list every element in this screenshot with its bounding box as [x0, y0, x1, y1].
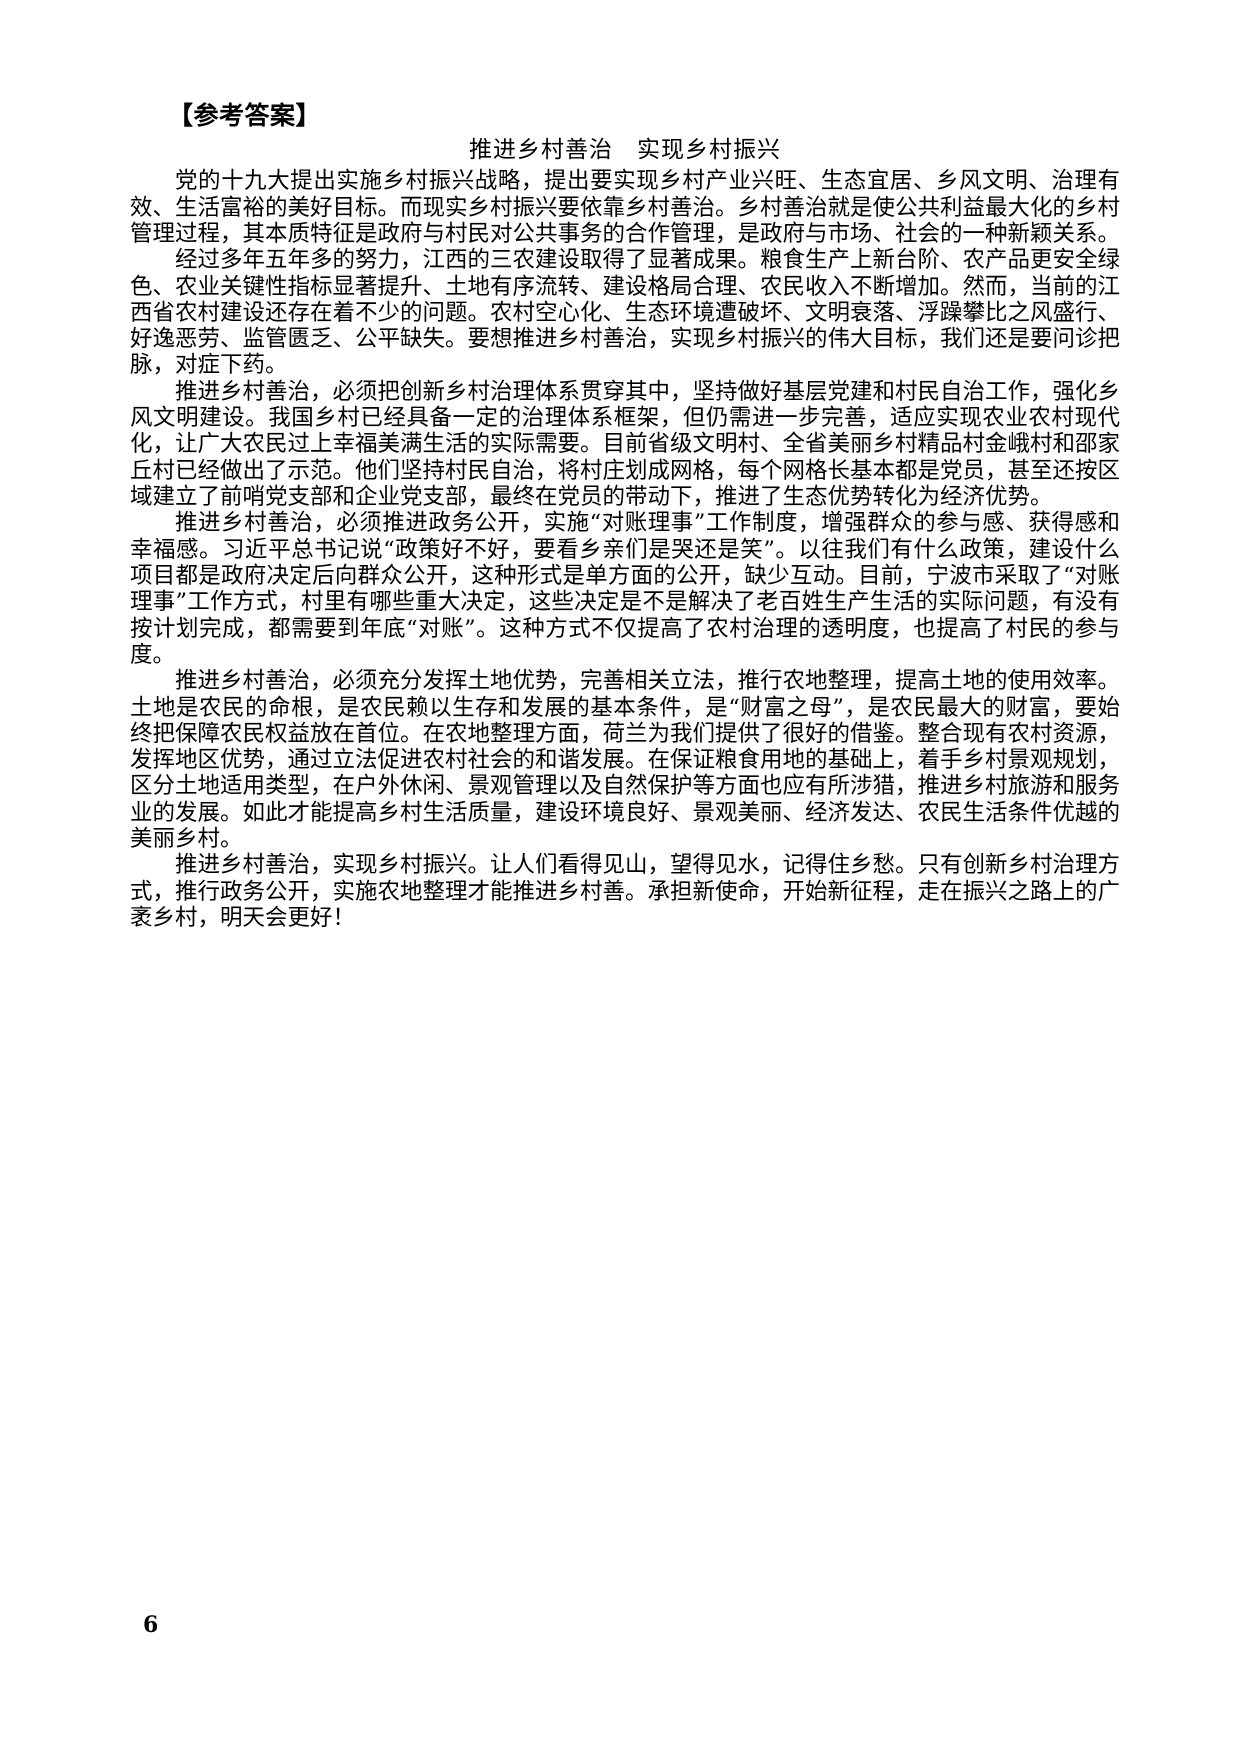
paragraph-1: 党的十九大提出实施乡村振兴战略，提出要实现乡村产业兴旺、生态宜居、乡风文明、治理…	[130, 168, 1121, 247]
reference-answer-heading: 【参考答案】	[168, 101, 322, 130]
document-body: 【参考答案】 推进乡村善治 实现乡村振兴 党的十九大提出实施乡村振兴战略，提出要…	[130, 100, 1120, 931]
paragraph-3: 推进乡村善治，必须把创新乡村治理体系贯穿其中，坚持做好基层党建和村民自治工作，强…	[130, 378, 1121, 511]
page-number: 6	[143, 1612, 159, 1638]
paragraph-2: 经过多年五年多的努力，江西的三农建设取得了显著成果。粮食生产上新台阶、农产品更安…	[130, 247, 1121, 379]
essay-title: 推进乡村善治 实现乡村振兴	[469, 137, 781, 164]
paragraph-6: 推进乡村善治，实现乡村振兴。让人们看得见山，望得见水，记得住乡愁。只有创新乡村治…	[130, 852, 1121, 932]
paragraph-4: 推进乡村善治，必须推进政务公开，实施“对账理事”工作制度，增强群众的参与感、获得…	[130, 510, 1120, 668]
paragraph-5: 推进乡村善治，必须充分发挥土地优势，完善相关立法，推行农地整理，提高土地的使用效…	[130, 668, 1121, 853]
